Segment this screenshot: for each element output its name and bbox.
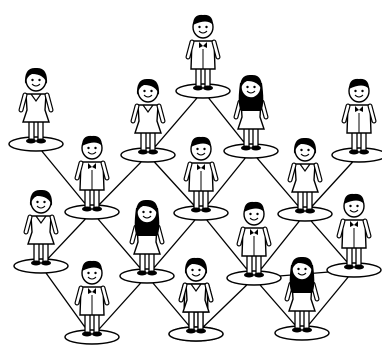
- person-node: [278, 138, 332, 221]
- person-node: [9, 68, 63, 151]
- person-node: [65, 136, 119, 219]
- person-node: [174, 137, 228, 220]
- person-node: [327, 194, 381, 277]
- platform-disc: [65, 205, 119, 219]
- person-node: [65, 261, 119, 344]
- platform-disc: [278, 207, 332, 221]
- person-node: [332, 79, 382, 162]
- platform-disc: [327, 263, 381, 277]
- platform-disc: [224, 144, 278, 158]
- platform-disc: [176, 84, 230, 98]
- person-node: [176, 15, 230, 98]
- person-node: [275, 257, 329, 340]
- person-node: [224, 75, 278, 158]
- platform-disc: [121, 148, 175, 162]
- platform-disc: [65, 330, 119, 344]
- platform-disc: [227, 271, 281, 285]
- person-node: [14, 190, 68, 273]
- platform-disc: [120, 269, 174, 283]
- person-node: [227, 202, 281, 285]
- platform-disc: [174, 206, 228, 220]
- platform-disc: [14, 259, 68, 273]
- platform-disc: [275, 326, 329, 340]
- person-node: [169, 258, 223, 341]
- platform-disc: [169, 327, 223, 341]
- person-node: [120, 200, 174, 283]
- platform-disc: [9, 137, 63, 151]
- person-node: [121, 79, 175, 162]
